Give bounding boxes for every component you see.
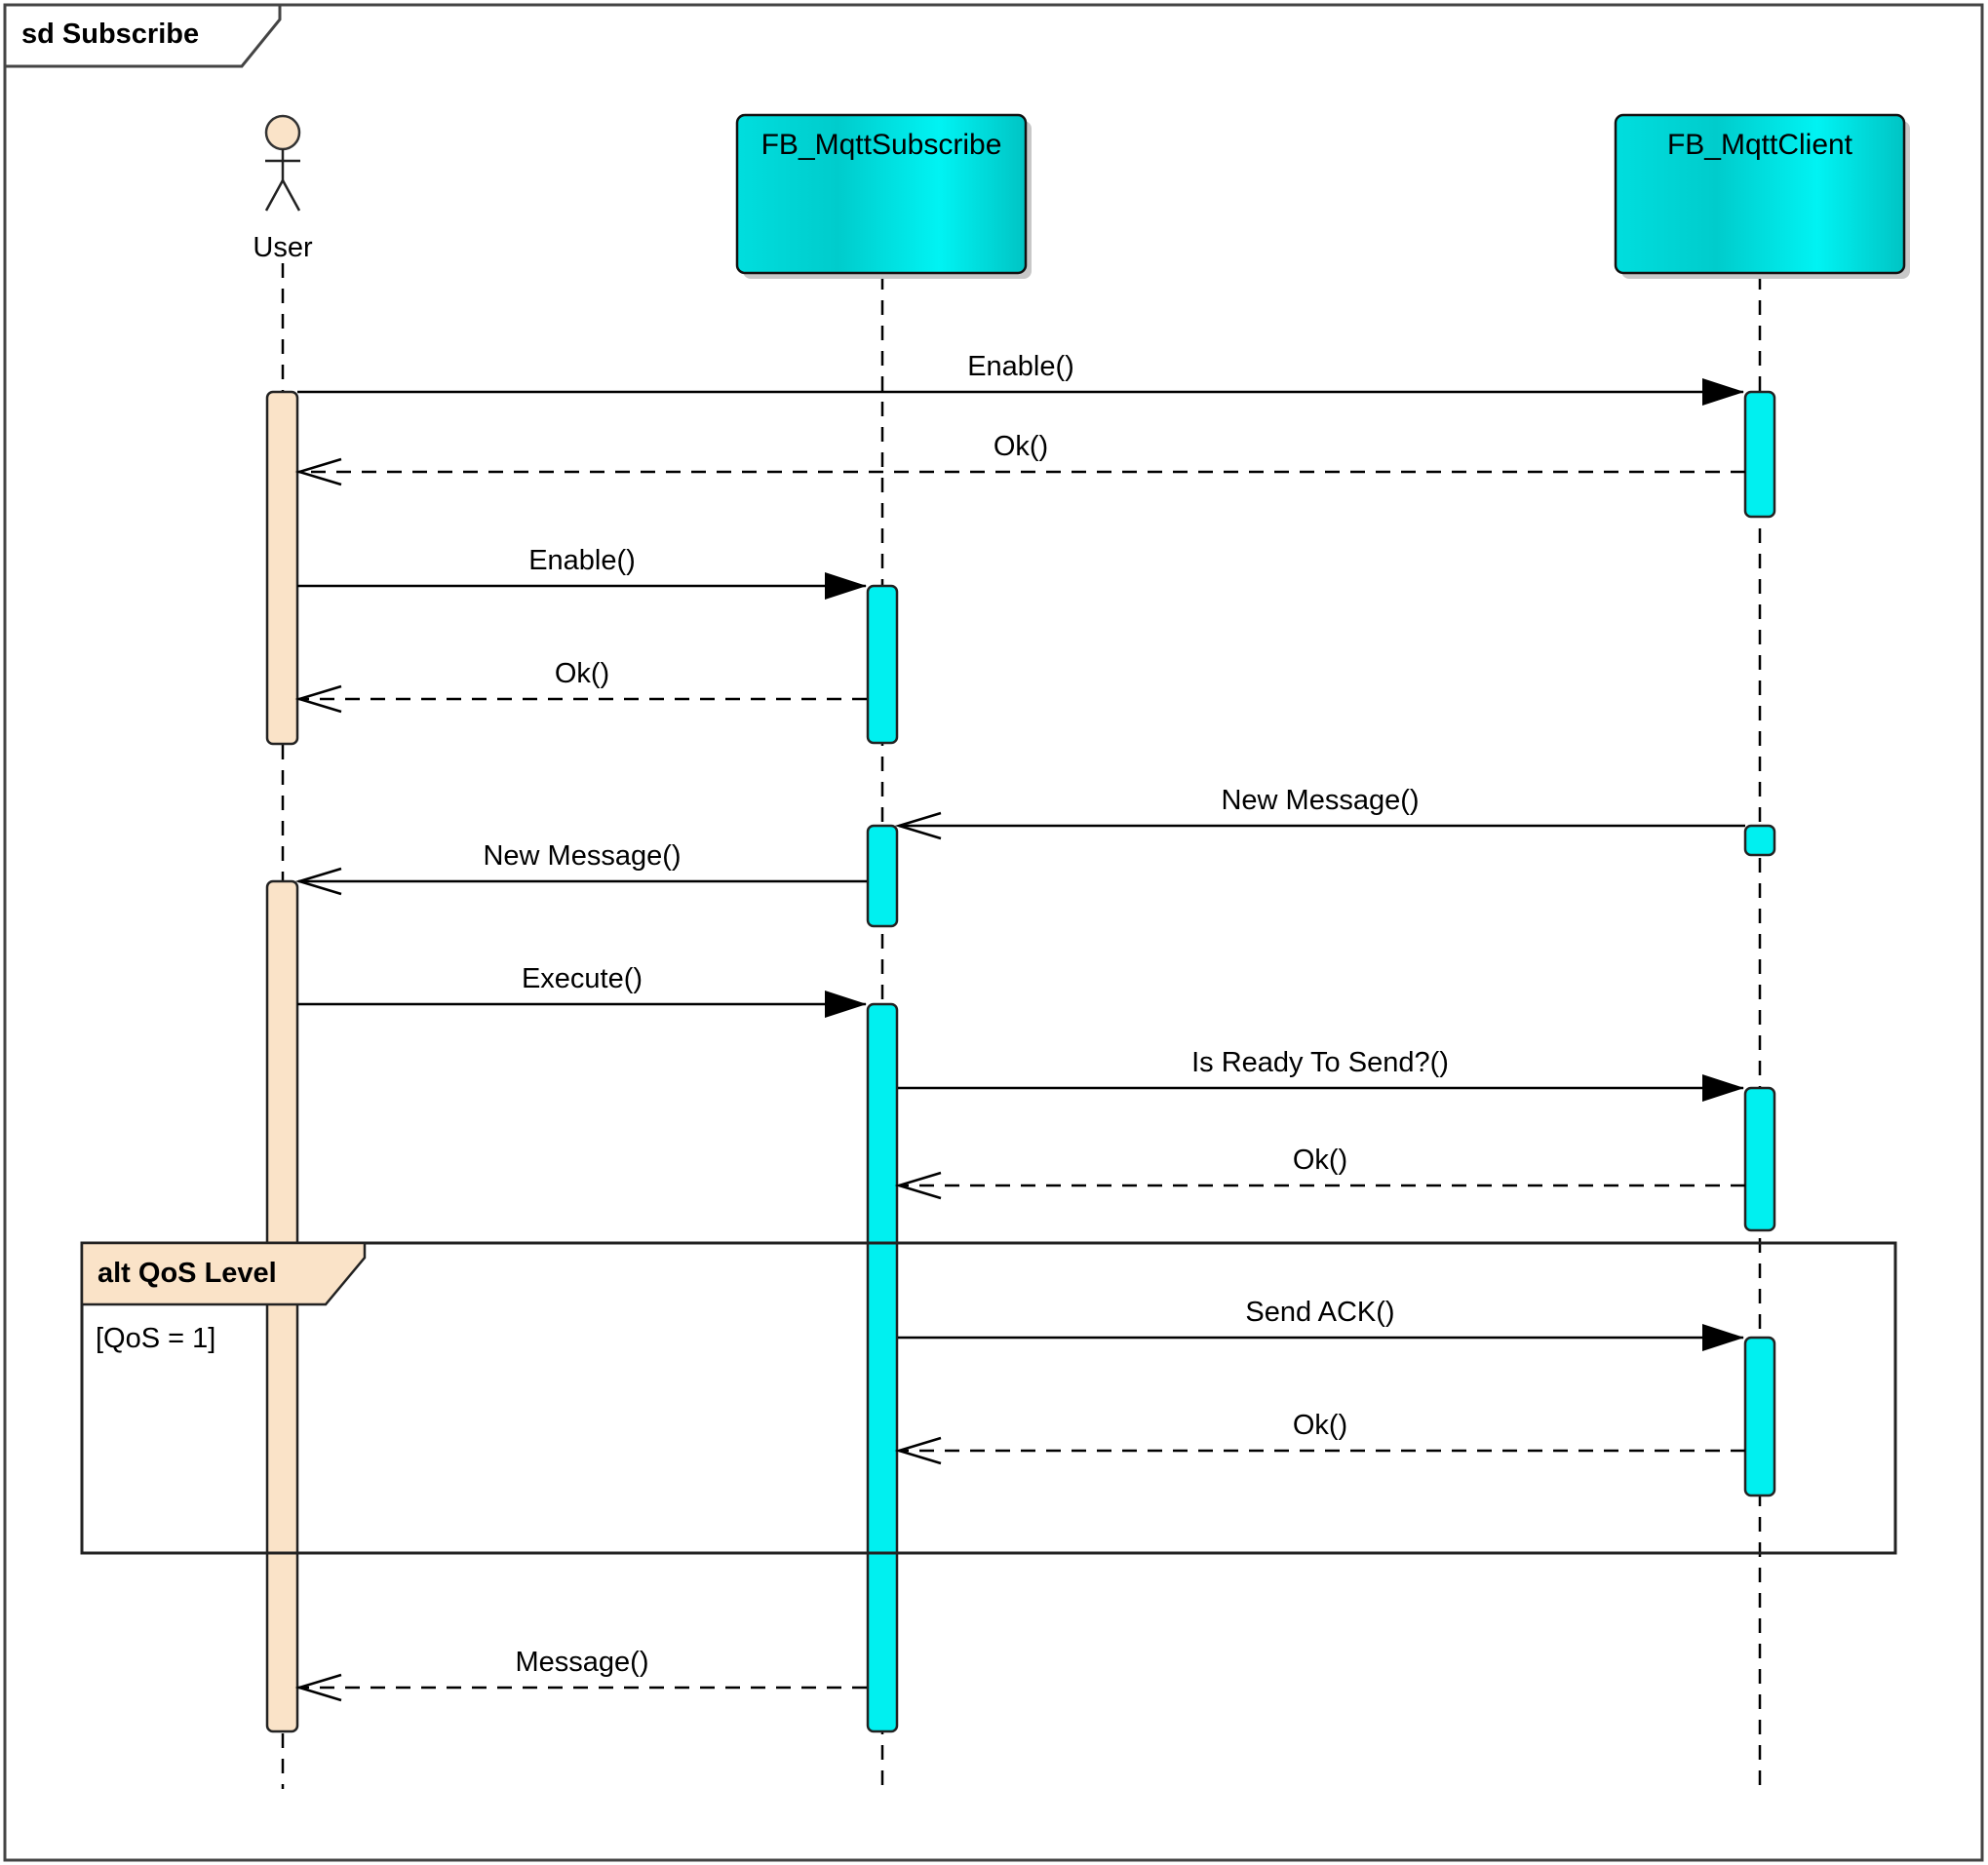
message-4-arrowhead <box>294 684 342 714</box>
alt-fragment-tab <box>80 1241 367 1306</box>
message-6-arrowhead <box>294 867 342 896</box>
diagram-frame <box>3 3 1984 1862</box>
message-6-label: New Message() <box>483 840 681 872</box>
frame-title-tab <box>3 3 282 68</box>
message-2-arrowhead <box>294 457 342 486</box>
alt-fragment-guard: [QoS = 1] <box>96 1323 215 1354</box>
message-2-label: Ok() <box>994 431 1048 462</box>
client-object-box[interactable] <box>1614 113 1906 275</box>
subscribe-object-label: FB_MqttSubscribe <box>761 129 1002 161</box>
message-7-label: Execute() <box>522 963 643 994</box>
message-12-arrowhead <box>294 1673 342 1702</box>
subscribe-activation-1 <box>866 584 899 745</box>
client-activation-1 <box>1743 390 1776 519</box>
message-8-arrowhead <box>1702 1074 1744 1102</box>
client-activation-2 <box>1743 824 1776 857</box>
client-object-label: FB_MqttClient <box>1667 129 1853 161</box>
message-12-label: Message() <box>516 1647 649 1678</box>
subscribe-object-box[interactable] <box>735 113 1028 275</box>
message-11-label: Ok() <box>1293 1410 1347 1441</box>
message-3-label: Enable() <box>528 545 636 576</box>
message-10-label: Send ACK() <box>1245 1297 1394 1328</box>
message-1-arrowhead <box>1702 378 1744 406</box>
message-8-label: Is Ready To Send?() <box>1191 1047 1449 1078</box>
user-actor-icon[interactable] <box>264 114 301 212</box>
subscribe-activation-3 <box>866 1002 899 1733</box>
message-10-arrowhead <box>1702 1324 1744 1351</box>
message-11-arrowhead <box>894 1436 942 1465</box>
message-9-label: Ok() <box>1293 1145 1347 1176</box>
message-5-label: New Message() <box>1221 785 1419 816</box>
alt-fragment-title: alt QoS Level <box>97 1258 277 1289</box>
message-1-label: Enable() <box>967 351 1074 382</box>
alt-fragment-frame <box>80 1241 1897 1555</box>
message-7-arrowhead <box>825 991 867 1018</box>
client-activation-3 <box>1743 1086 1776 1232</box>
client-activation-4 <box>1743 1336 1776 1497</box>
message-9-arrowhead <box>894 1171 942 1200</box>
subscribe-activation-2 <box>866 824 899 928</box>
message-4-label: Ok() <box>555 658 609 689</box>
user-activation-2 <box>265 879 299 1733</box>
frame-title: sd Subscribe <box>21 19 199 50</box>
user-activation-1 <box>265 390 299 746</box>
message-5-arrowhead <box>894 811 942 840</box>
message-3-arrowhead <box>825 572 867 600</box>
user-label: User <box>253 232 313 263</box>
